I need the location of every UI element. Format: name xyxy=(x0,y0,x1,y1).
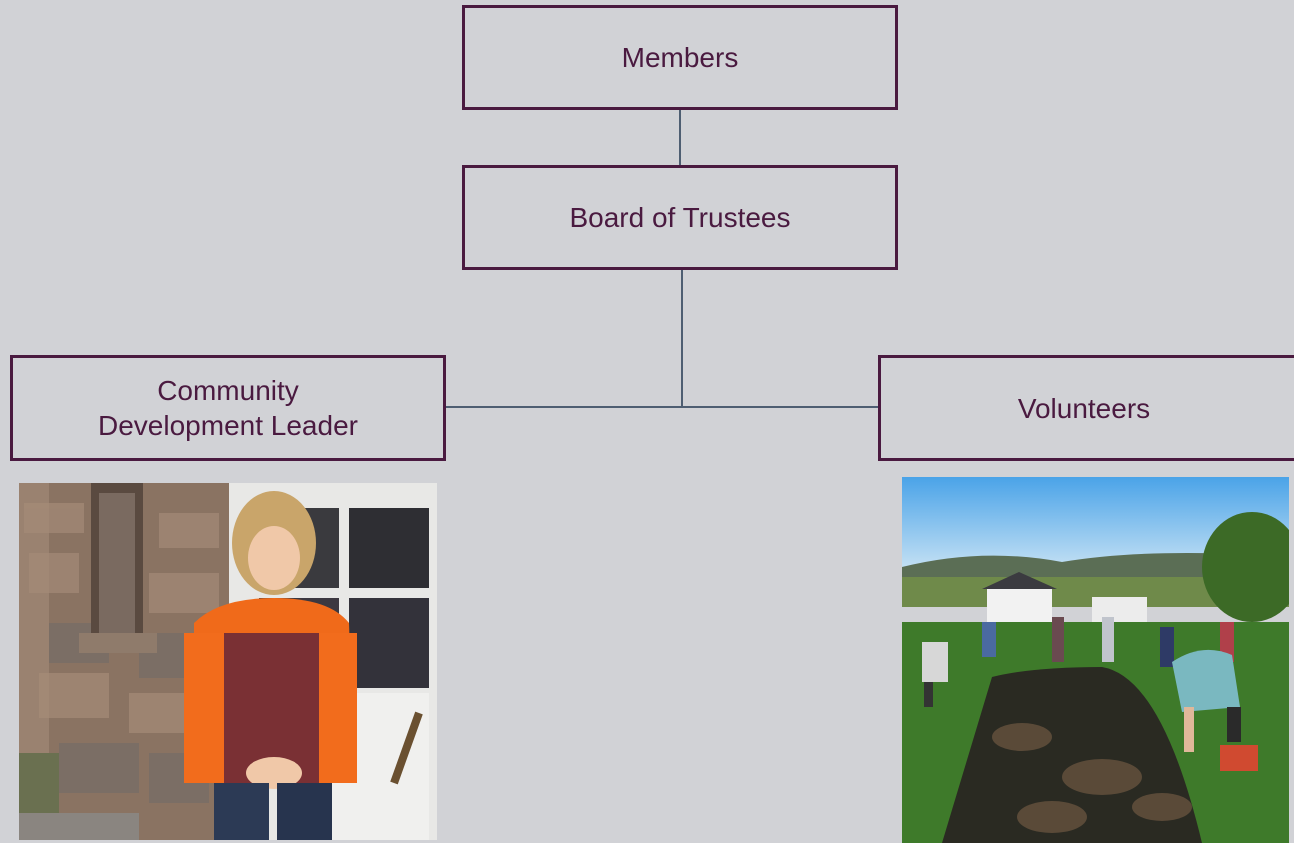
community-development-leader-label: Community Development Leader xyxy=(98,375,358,441)
members-box: Members xyxy=(462,5,898,110)
volunteers-photo xyxy=(902,477,1289,843)
volunteers-box: Volunteers xyxy=(878,355,1294,461)
connector-board-down xyxy=(681,269,683,408)
volunteers-label: Volunteers xyxy=(1017,392,1151,424)
members-label: Members xyxy=(621,42,739,73)
community-development-leader-box: Community Development Leader xyxy=(10,355,446,461)
community-development-leader-photo xyxy=(19,483,437,840)
board-of-trustees-label: Board of Trustees xyxy=(569,202,791,233)
connector-members-board xyxy=(679,108,681,167)
connector-horizontal xyxy=(444,406,880,408)
board-of-trustees-box: Board of Trustees xyxy=(462,165,898,270)
